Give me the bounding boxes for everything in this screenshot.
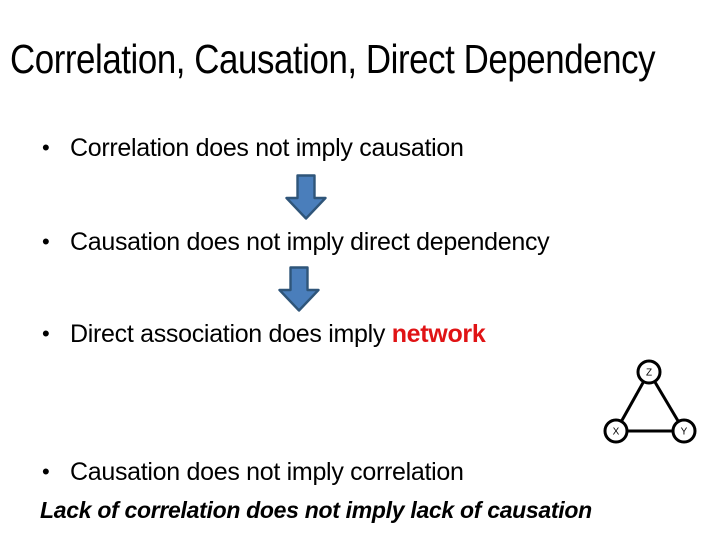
bullet-text: Direct association does imply	[70, 320, 392, 348]
node-y-circle	[671, 418, 697, 444]
bullet-text: Causation does not imply direct dependen…	[70, 228, 550, 256]
page-title: Correlation, Causation, Direct Dependenc…	[10, 36, 656, 82]
bullet-item-4: • Causation does not imply correlation	[42, 458, 464, 487]
bullet-item-3: • Direct association does imply network	[42, 320, 486, 349]
node-x-label: X	[613, 427, 620, 438]
bullet-dot: •	[42, 135, 50, 160]
node-z-label: Z	[646, 368, 652, 379]
bullet-dot: •	[42, 459, 50, 484]
bullet-item-2: • Causation does not imply direct depende…	[42, 228, 550, 257]
bullet-item-1: • Correlation does not imply causation	[42, 134, 464, 163]
down-arrow-shape	[278, 266, 320, 312]
bullet-dot: •	[42, 321, 50, 346]
node-x-circle	[603, 418, 629, 444]
down-arrow-icon-2	[278, 266, 320, 312]
bullet-dot: •	[42, 229, 50, 254]
bullet-text: Causation does not imply correlation	[70, 458, 464, 486]
node-z-circle	[636, 359, 662, 385]
node-y-label: Y	[681, 427, 688, 438]
down-arrow-shape	[285, 174, 327, 220]
highlighted-word: network	[391, 320, 486, 348]
down-arrow-icon-1	[285, 174, 327, 220]
bullet-text: Correlation does not imply causation	[70, 134, 464, 162]
footnote: Lack of correlation does not imply lack …	[40, 497, 592, 523]
network-diagram: Z X Y	[603, 359, 697, 444]
